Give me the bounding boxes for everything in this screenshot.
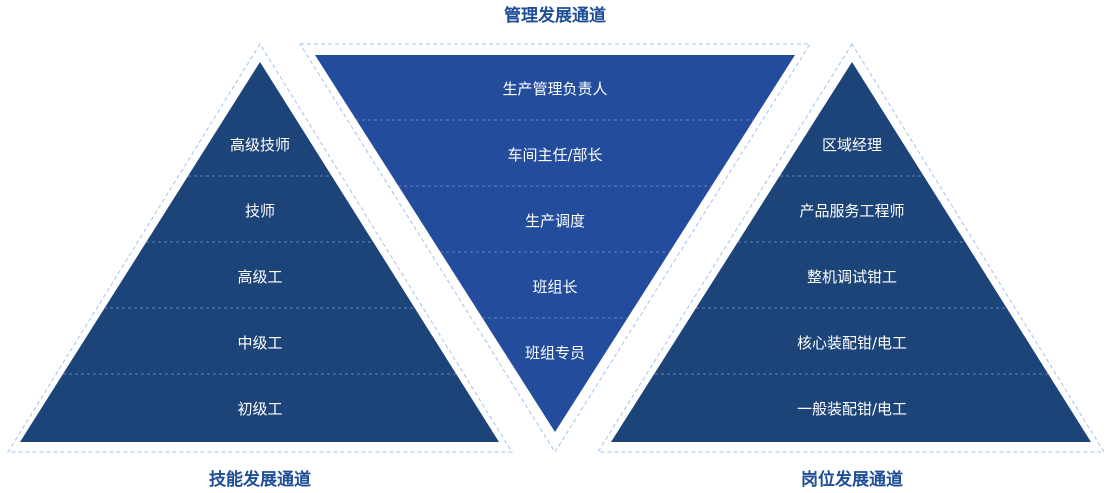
skill-level-label: 中级工 (237, 334, 282, 352)
management-level-label: 生产调度 (525, 212, 585, 230)
skill-level-label: 技师 (245, 202, 275, 220)
skill-level-label: 初级工 (237, 400, 282, 418)
position-level-label: 一般装配钳/电工 (797, 400, 907, 418)
position-pyramid (611, 62, 1091, 442)
position-level-label: 产品服务工程师 (799, 202, 904, 220)
management-pyramid (315, 55, 795, 432)
skill-pyramid-outline (7, 43, 513, 453)
position-pyramid-outline (597, 43, 1105, 453)
skill-title: 技能发展通道 (209, 469, 311, 490)
skill-level-label: 高级技师 (230, 136, 290, 154)
management-pyramid-outline (299, 43, 811, 453)
management-title: 管理发展通道 (504, 5, 606, 26)
position-level-label: 整机调试钳工 (807, 268, 897, 286)
management-level-label: 班组专员 (525, 344, 585, 362)
management-level-label: 生产管理负责人 (502, 80, 607, 98)
management-level-label: 班组长 (532, 278, 577, 296)
skill-level-label: 高级工 (237, 268, 282, 286)
position-level-label: 核心装配钳/电工 (797, 334, 907, 352)
position-title: 岗位发展通道 (801, 469, 903, 490)
position-level-label: 区域经理 (822, 136, 882, 154)
skill-pyramid (20, 62, 499, 442)
management-level-label: 车间主任/部长 (507, 146, 602, 164)
